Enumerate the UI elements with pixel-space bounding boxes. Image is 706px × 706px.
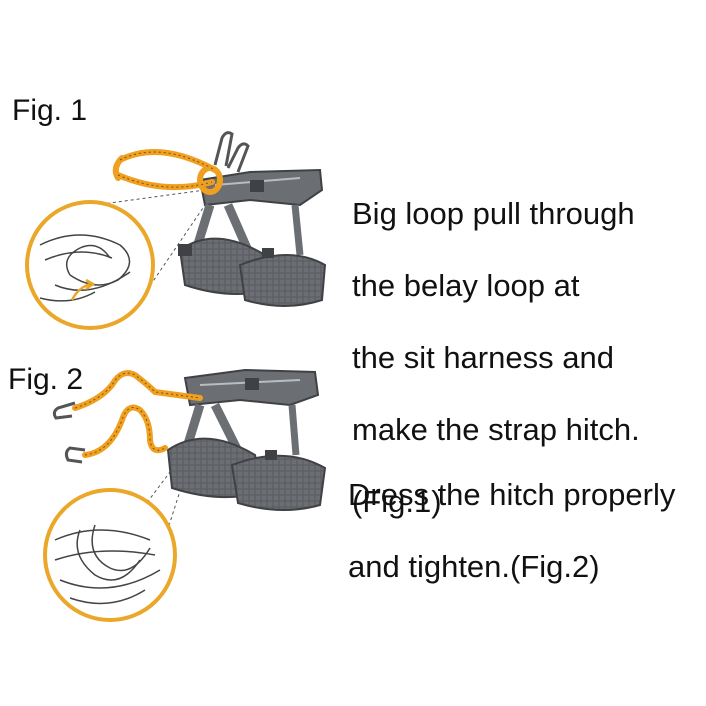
fig1-illustration <box>25 131 327 330</box>
fig1-lanyard <box>112 149 223 195</box>
fig2-detail-circle <box>43 488 177 622</box>
fig1-harness <box>178 168 327 307</box>
fig1-instruction: Big loop pull through the belay loop at … <box>352 160 702 556</box>
fig2-instruction: Dress the hitch properly and tighten.(Fi… <box>348 441 706 621</box>
fig2-illustration <box>43 368 327 622</box>
fig1-line-5: (Fig.1) <box>352 484 442 519</box>
fig1-line-2: the belay loop at <box>352 268 580 303</box>
fig1-carabiners <box>213 131 250 173</box>
fig1-label: Fig. 1 <box>12 94 88 127</box>
fig1-line-1: Big loop pull through <box>352 196 635 231</box>
fig2-line-2: and tighten.(Fig.2) <box>348 549 600 584</box>
fig1-line-3: the sit harness and <box>352 340 614 375</box>
fig2-carabiners <box>52 401 86 464</box>
fig2-line-1: Dress the hitch properly <box>348 477 676 512</box>
fig2-label: Fig. 2 <box>8 363 84 396</box>
fig2-harness <box>166 368 327 511</box>
fig1-detail-circle <box>25 200 155 330</box>
fig1-line-4: make the strap hitch. <box>352 412 640 447</box>
